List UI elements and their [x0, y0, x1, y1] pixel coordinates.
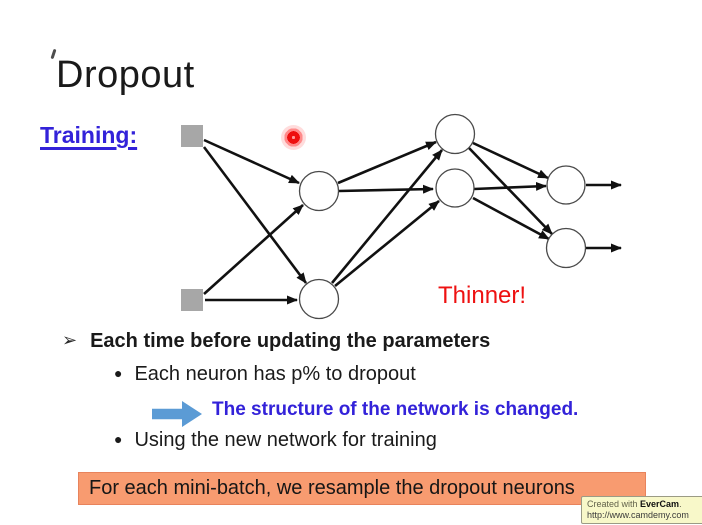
evercam-watermark: Created with EverCam. http://www.camdemy… [581, 496, 702, 524]
edge [334, 199, 440, 288]
edge [468, 147, 553, 235]
input-node-square [181, 125, 203, 147]
edge [338, 184, 434, 194]
structure-changed-note: The structure of the network is changed. [212, 399, 579, 420]
evercam-brand: EverCam [640, 499, 680, 509]
highlight-box: For each mini-batch, we resample the dro… [78, 472, 646, 505]
dot-bullet-icon: ● [114, 431, 123, 447]
bullet-line-1-text: Each time before updating the parameters [90, 330, 491, 352]
hidden2-neuron [434, 113, 476, 155]
edge [472, 141, 549, 180]
hidden2-neuron [435, 168, 475, 208]
dot-bullet-icon: ● [114, 365, 123, 381]
watermark-url[interactable]: http://www.camdemy.com [587, 510, 689, 520]
edge [202, 146, 308, 284]
hidden1-neuron [298, 278, 340, 320]
input-node-square [181, 289, 203, 311]
edge [330, 149, 444, 284]
sub-bullet-2-text: Using the new network for training [134, 429, 437, 451]
blue-right-arrow-icon [152, 401, 202, 427]
edge [473, 181, 547, 191]
training-label: Training: [40, 122, 138, 148]
edge [203, 204, 304, 295]
edge [472, 196, 550, 241]
output-neuron [546, 165, 586, 205]
sub-bullet-1: ● Each neuron has p% to dropout [114, 363, 416, 386]
arrow-bullet-icon: ➢ [62, 330, 78, 350]
output-neuron [545, 227, 587, 269]
network-edges [202, 138, 622, 305]
sub-bullet-2: ● Using the new network for training [114, 429, 437, 452]
watermark-line-1: Created with EverCam. [587, 499, 682, 509]
edge [337, 140, 437, 185]
laser-pointer-dot [281, 125, 306, 150]
hidden1-neuron [298, 170, 340, 212]
thinner-label: Thinner! [438, 282, 527, 309]
slide-title: Dropout [56, 54, 195, 96]
input-nodes [181, 125, 203, 311]
bullet-line-1: ➢ Each time before updating the paramete… [62, 330, 490, 353]
sub-bullet-1-text: Each neuron has p% to dropout [134, 363, 416, 385]
